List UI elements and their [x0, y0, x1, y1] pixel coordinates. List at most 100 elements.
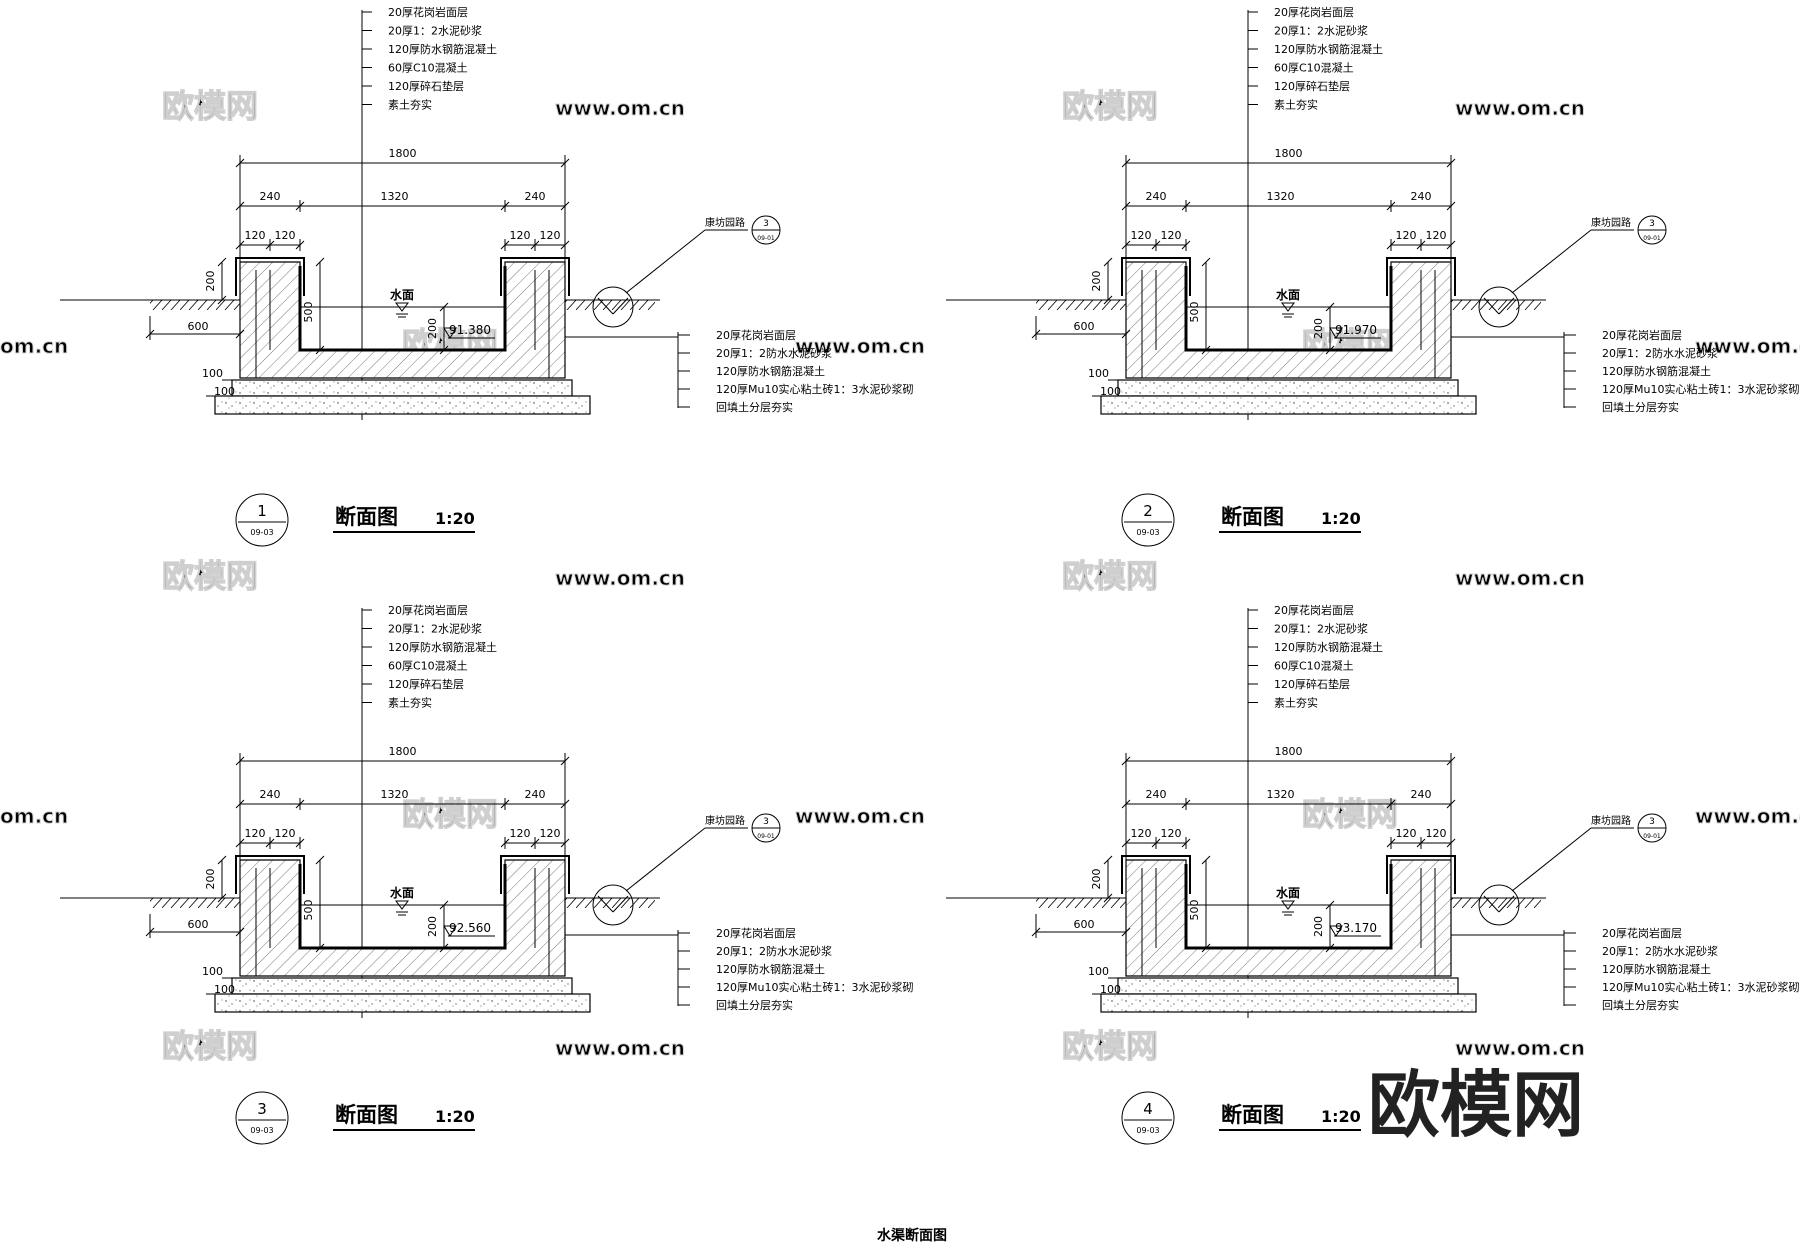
- dim-tick: [1201, 943, 1211, 953]
- right-cap: [500, 855, 570, 894]
- section-4: 20厚花岗岩面层20厚1：2水泥砂浆120厚防水钢筋混凝土60厚C10混凝土12…: [946, 603, 1799, 1145]
- base-slab-upper: [231, 379, 573, 397]
- dim-tick: [1031, 927, 1041, 937]
- dim-curb-height: 200: [1090, 271, 1103, 292]
- section-sheet-ref: 09-03: [250, 528, 273, 537]
- elevation-value: 91.380: [449, 323, 491, 337]
- dim-overall: 1800: [1275, 147, 1303, 160]
- dim-foot: 600: [1074, 320, 1095, 333]
- channel-body: [1125, 261, 1452, 379]
- detail-cross: [612, 297, 629, 315]
- road-ref-number: 3: [1649, 817, 1655, 827]
- dim-inner: 1320: [381, 788, 409, 801]
- dim-tick: [315, 257, 325, 267]
- dim-right-wall: 240: [525, 788, 546, 801]
- dim-tick: [1103, 893, 1113, 903]
- dim-curb-height: 200: [204, 271, 217, 292]
- elevation-value: 92.560: [449, 921, 491, 935]
- dim-half-d: 120: [540, 229, 561, 242]
- road-label: 康坊园路: [1591, 814, 1631, 827]
- road-leader: [1511, 827, 1592, 892]
- elevation-triangle: [443, 327, 457, 339]
- dim-foot: 600: [1074, 918, 1095, 931]
- sheet-title: 水渠断面图: [877, 1227, 947, 1244]
- section-number: 2: [1143, 502, 1153, 520]
- dim-base1: 100: [202, 367, 223, 380]
- dim-half-d: 120: [1426, 827, 1447, 840]
- watermark-url-partial: om.cn: [0, 804, 68, 828]
- lower-layer-label: 回填土分层夯实: [1602, 998, 1679, 1012]
- dim-base2: 100: [214, 983, 235, 996]
- section-sheet-ref: 09-03: [1136, 528, 1159, 537]
- dim-tick: [315, 855, 325, 865]
- section-number: 3: [257, 1100, 267, 1118]
- lower-layer-label: 120厚防水钢筋混凝土: [1602, 364, 1711, 378]
- dim-tick: [560, 756, 570, 766]
- upper-layer-label: 素土夯实: [1274, 696, 1318, 710]
- watermark-logo: 欧模网: [402, 795, 498, 833]
- dim-tick: [1103, 257, 1113, 267]
- dim-half-d: 120: [540, 827, 561, 840]
- inner-finish: [298, 864, 507, 950]
- upper-layer-label: 120厚防水钢筋混凝土: [388, 640, 497, 654]
- dim-base2: 100: [214, 385, 235, 398]
- section-number-circle: [1121, 1091, 1175, 1145]
- left-cap: [235, 257, 305, 296]
- section-title: 断面图: [335, 1103, 398, 1127]
- lower-layer-label: 20厚1：2防水水泥砂浆: [716, 944, 832, 958]
- dim-half-a: 120: [245, 229, 266, 242]
- upper-layer-label: 素土夯实: [388, 98, 432, 112]
- elevation-triangle: [443, 925, 457, 937]
- dim-tick: [1121, 158, 1131, 168]
- lower-layer-label: 20厚花岗岩面层: [1602, 328, 1682, 342]
- lower-layer-label: 120厚Mu10实心粘土砖1：3水泥砂浆砌: [1602, 980, 1799, 994]
- inner-finish: [1184, 266, 1393, 352]
- dim-base2: 100: [1100, 983, 1121, 996]
- dim-tick: [217, 257, 227, 267]
- section-number: 4: [1143, 1100, 1153, 1118]
- upper-layer-label: 120厚碎石垫层: [1274, 79, 1350, 93]
- right-cap: [1386, 855, 1456, 894]
- dim-curb-height: 200: [204, 869, 217, 890]
- dim-right-wall: 240: [1411, 788, 1432, 801]
- watermark-url: www.om.cn: [1695, 804, 1800, 828]
- section-2: 20厚花岗岩面层20厚1：2水泥砂浆120厚防水钢筋混凝土60厚C10混凝土12…: [946, 5, 1799, 547]
- watermark-url: www.om.cn: [555, 1036, 685, 1060]
- watermark-logo: 欧模网: [1302, 795, 1398, 833]
- watermark-logo: 欧模网: [162, 557, 258, 595]
- watermark-url: www.om.cn: [1455, 96, 1585, 120]
- dim-tick: [1325, 345, 1335, 355]
- water-label: 水面: [1276, 287, 1300, 302]
- watermark-logo: 欧模网: [1062, 1027, 1158, 1065]
- base-slab-upper: [1117, 379, 1459, 397]
- dim-water-depth: 200: [426, 318, 439, 339]
- detail-circle: [592, 286, 634, 328]
- detail-cross: [1498, 297, 1515, 315]
- water-symbol: [1281, 900, 1295, 910]
- dim-curb-height: 200: [1090, 869, 1103, 890]
- dim-half-c: 120: [1396, 229, 1417, 242]
- lower-layer-label: 120厚Mu10实心粘土砖1：3水泥砂浆砌: [1602, 382, 1799, 396]
- lower-layer-label: 20厚1：2防水水泥砂浆: [716, 346, 832, 360]
- dim-overall: 1800: [1275, 745, 1303, 758]
- lower-layer-label: 20厚花岗岩面层: [1602, 926, 1682, 940]
- dim-tick: [145, 927, 155, 937]
- elevation-value: 93.170: [1335, 921, 1377, 935]
- detail-circle: [592, 884, 634, 926]
- dim-tick: [1103, 855, 1113, 865]
- road-leader: [625, 827, 706, 892]
- right-cap: [500, 257, 570, 296]
- dim-water-depth: 200: [1312, 318, 1325, 339]
- section-scale: 1:20: [1321, 1107, 1361, 1126]
- dim-tick: [1121, 329, 1131, 339]
- road-leader: [1511, 229, 1592, 294]
- dim-depth: 500: [302, 302, 315, 323]
- upper-layer-label: 60厚C10混凝土: [1274, 659, 1354, 673]
- dim-tick: [315, 943, 325, 953]
- detail-circle: [1478, 884, 1520, 926]
- watermark-url: www.om.cn: [795, 804, 925, 828]
- section-number-circle: [235, 1091, 289, 1145]
- detail-cross: [1483, 895, 1500, 913]
- dim-left-wall: 240: [260, 788, 281, 801]
- upper-layer-label: 20厚花岗岩面层: [1274, 603, 1354, 617]
